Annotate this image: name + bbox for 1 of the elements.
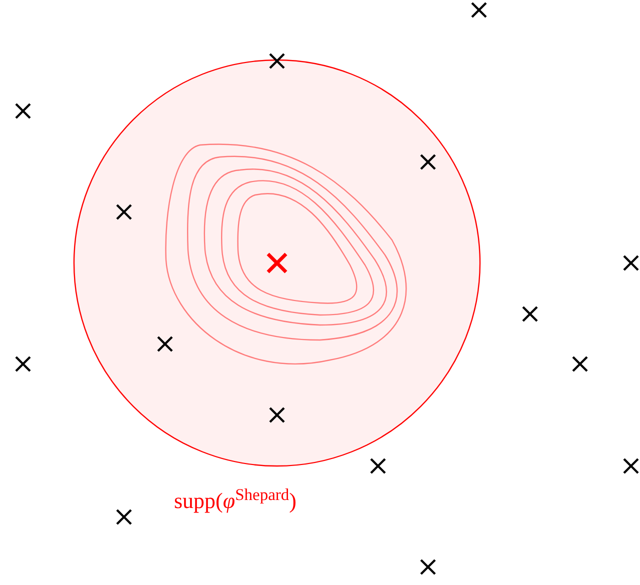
support-label: supp(φ$^{Shepard}$) xyxy=(174,490,296,512)
